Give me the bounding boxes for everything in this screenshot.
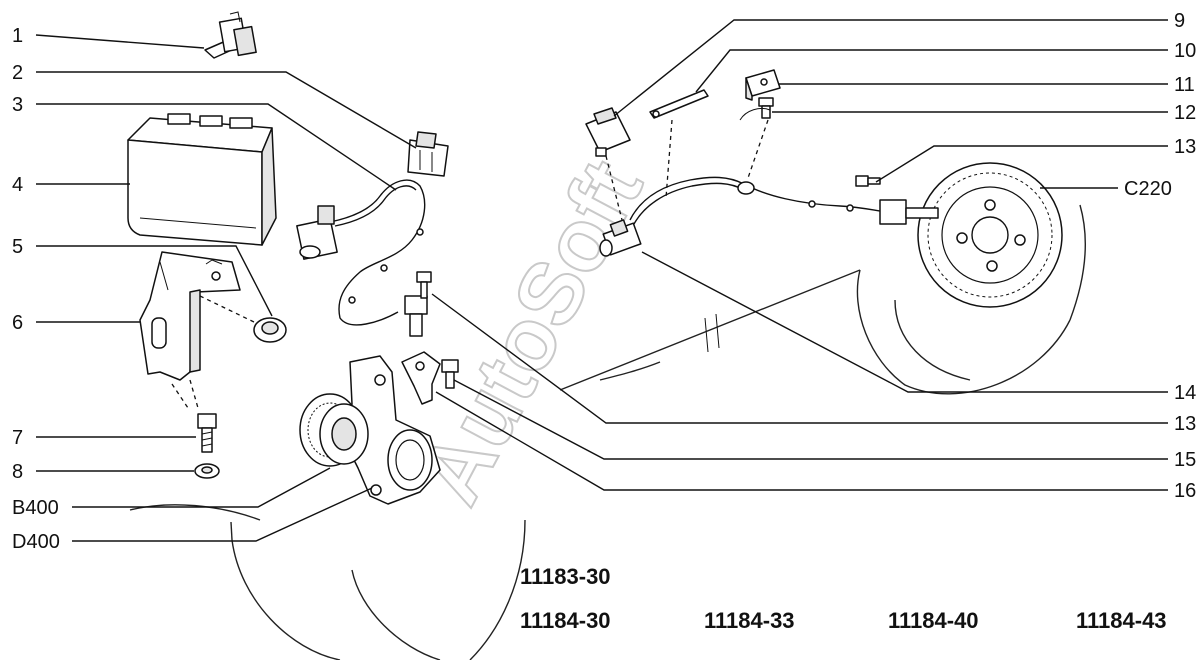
model-code-11184-40: 11184-40 bbox=[888, 608, 979, 633]
callout-1: 1 bbox=[12, 25, 23, 47]
callout-14: 14 bbox=[1174, 382, 1196, 404]
part-16-bracket bbox=[401, 351, 441, 405]
part-8-washer bbox=[194, 463, 220, 479]
model-code-11184-33: 11184-33 bbox=[704, 608, 795, 633]
callout-7: 7 bbox=[12, 427, 23, 449]
leader-lines-right bbox=[431, 19, 1168, 491]
callout-13-upper: 13 bbox=[1174, 136, 1196, 158]
callout-b400: B400 bbox=[12, 497, 59, 519]
part-2-clip bbox=[407, 131, 449, 177]
callout-8: 8 bbox=[12, 461, 23, 483]
part-15-bolt bbox=[441, 359, 459, 389]
part-11-rear-bracket bbox=[745, 69, 781, 101]
callout-6: 6 bbox=[12, 312, 23, 334]
callout-10: 10 bbox=[1174, 40, 1196, 62]
part-7-bolt bbox=[197, 413, 217, 453]
callout-4: 4 bbox=[12, 174, 23, 196]
part-4-abs-module bbox=[127, 113, 277, 246]
leader-lines-left bbox=[35, 34, 417, 542]
rear-wheel-outline bbox=[559, 204, 1086, 395]
part-b400-d400-hub-knuckle bbox=[299, 355, 441, 505]
part-3-front-sensor bbox=[296, 179, 428, 337]
callout-9: 9 bbox=[1174, 10, 1185, 32]
callout-15: 15 bbox=[1174, 449, 1196, 471]
tone-ring-c220 bbox=[917, 162, 1063, 308]
model-code-11184-43: 11184-43 bbox=[1076, 608, 1167, 633]
part-1-connector bbox=[204, 11, 257, 59]
callout-16: 16 bbox=[1174, 480, 1196, 502]
callout-12: 12 bbox=[1174, 102, 1196, 124]
callout-2: 2 bbox=[12, 62, 23, 84]
part-12-rear-bolt bbox=[758, 97, 774, 119]
callout-c220: C220 bbox=[1124, 178, 1172, 200]
model-code-11184-30: 11184-30 bbox=[520, 608, 611, 633]
callout-d400: D400 bbox=[12, 531, 60, 553]
callout-11: 11 bbox=[1174, 74, 1195, 96]
part-13-front-bolt bbox=[416, 271, 432, 299]
callout-3: 3 bbox=[12, 94, 23, 116]
callout-13-lower: 13 bbox=[1174, 413, 1196, 435]
part-10-cable-tie bbox=[649, 89, 709, 119]
part-5-grommet bbox=[199, 295, 287, 343]
model-code-11183-30: 11183-30 bbox=[520, 564, 611, 589]
part-6-bracket bbox=[139, 251, 241, 409]
callout-5: 5 bbox=[12, 236, 23, 258]
front-wheel-outline bbox=[129, 504, 526, 660]
part-9-rear-clip bbox=[585, 107, 631, 157]
part-13-rear-bolt bbox=[855, 175, 881, 187]
part-14-rear-sensor bbox=[599, 176, 939, 257]
